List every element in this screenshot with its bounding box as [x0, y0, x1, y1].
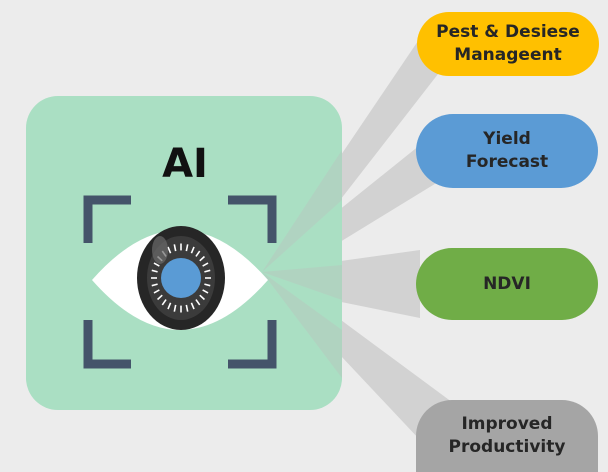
eye-iris	[161, 258, 201, 298]
output-label-line1: Pest & Desiese	[436, 22, 580, 42]
eye-tick	[199, 255, 205, 262]
eye-tick	[161, 299, 167, 306]
eye-tick	[167, 246, 172, 254]
eye-tick	[151, 269, 158, 273]
output-label-line2: Productivity	[448, 437, 566, 457]
eye-tick	[185, 244, 189, 252]
eye-tick	[157, 294, 163, 301]
eye-tick	[202, 289, 209, 294]
eye-tick	[185, 304, 189, 312]
eye-tick	[199, 294, 205, 301]
beams-overlay	[262, 150, 342, 378]
bracket-top-right	[228, 195, 277, 243]
output-label-line1: Yield	[483, 129, 531, 149]
focus-brackets-icon	[83, 195, 277, 369]
output-label-line2: Forecast	[465, 152, 549, 172]
eye-ticks	[151, 243, 211, 313]
beam-overlay-2	[262, 265, 342, 300]
bracket-bottom-left	[83, 320, 131, 369]
output-label-line1: Improved	[461, 414, 553, 434]
bracket-top-left	[83, 195, 131, 243]
beam-overlay-3	[262, 272, 342, 378]
output-yield-forecast: Yield Forecast	[416, 114, 598, 188]
eye-tick	[195, 250, 201, 257]
output-label-line2: Manageent	[454, 45, 562, 65]
output-pest-disease-management: Pest & Desiese Manageent	[417, 12, 599, 76]
eye-tick	[153, 289, 160, 294]
eye-tick	[151, 283, 158, 287]
eye-tick	[173, 244, 177, 252]
eye-tick	[190, 246, 195, 254]
eye-tick	[204, 269, 211, 273]
eye-tick	[202, 262, 209, 267]
eye-tick	[190, 302, 195, 310]
panel-title: AI	[162, 141, 208, 187]
output-ndvi: NDVI	[416, 248, 598, 320]
eye-highlight	[152, 236, 168, 264]
output-label-line1: NDVI	[483, 273, 531, 294]
eye-tick	[204, 283, 211, 287]
eye-tick	[173, 304, 177, 312]
eye-tick	[167, 302, 172, 310]
bracket-bottom-right	[228, 320, 277, 369]
eye-tick	[153, 262, 160, 267]
eye-icon	[92, 226, 268, 330]
output-improved-productivity: Improved Productivity	[416, 400, 598, 472]
eye-tick	[195, 299, 201, 306]
beam-overlay-1	[262, 150, 342, 272]
